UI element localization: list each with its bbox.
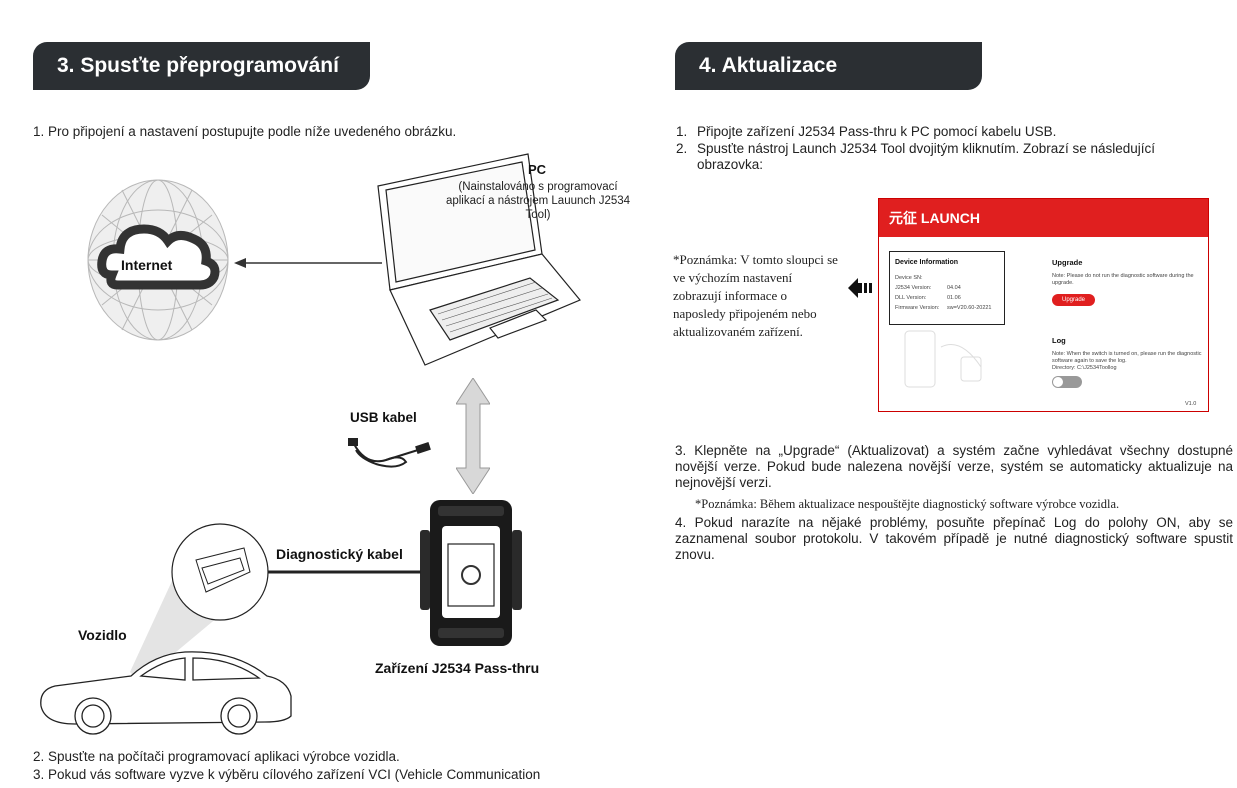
section3-step2: 2. Spusťte na počítači programovací apli… bbox=[33, 749, 400, 764]
upgrade-note: Note: Please do not run the diagnostic s… bbox=[1052, 273, 1194, 286]
car-icon bbox=[40, 651, 292, 735]
section4-step2-num: 2. bbox=[676, 141, 688, 156]
pointer-arrow-icon bbox=[848, 278, 872, 298]
side-note: *Poznámka: V tomto sloupci se ve výchozí… bbox=[673, 252, 838, 339]
device-sn-label: Device SN: bbox=[895, 275, 923, 281]
obd-connector-icon bbox=[130, 523, 269, 682]
vehicle-label: Vozidlo bbox=[78, 627, 127, 643]
fw-label: Firmware Version: bbox=[895, 305, 940, 311]
internet-globe-icon bbox=[87, 179, 229, 341]
section3-title: 3. Spusťte přeprogramování bbox=[33, 42, 370, 90]
j2534-device-icon bbox=[420, 500, 522, 646]
device-info-box bbox=[889, 251, 1005, 325]
app-version: V1.0 bbox=[1185, 401, 1197, 407]
usb-cable-label: USB kabel bbox=[350, 410, 417, 425]
section4-step1-num: 1. bbox=[676, 124, 688, 139]
log-note: Note: When the switch is turned on, plea… bbox=[1052, 351, 1202, 364]
log-toggle-knob bbox=[1053, 377, 1063, 387]
internet-label: Internet bbox=[121, 257, 173, 273]
section4-step4: 4. Pokud narazíte na nějaké problémy, po… bbox=[675, 515, 1233, 562]
device-label: Zařízení J2534 Pass-thru bbox=[375, 660, 540, 676]
double-arrow-icon bbox=[456, 378, 490, 494]
launch-app-window: 元征 LAUNCH Device Information Device SN: … bbox=[878, 198, 1209, 412]
section4-title: 4. Aktualizace bbox=[675, 42, 982, 90]
dll-value: 01.06 bbox=[947, 295, 961, 301]
diag-cable-label: Diagnostický kabel bbox=[276, 546, 403, 562]
device-info-title: Device Information bbox=[895, 259, 959, 266]
j2534-value: 04.04 bbox=[947, 285, 961, 291]
section4-step3-note: *Poznámka: Během aktualizace nespouštějt… bbox=[695, 497, 1120, 511]
device-watermark-icon bbox=[904, 330, 982, 388]
log-directory: Directory: C:\J2534Toollog bbox=[1052, 365, 1117, 371]
section4-step3: 3. Klepněte na „Upgrade“ (Aktualizovat) … bbox=[675, 443, 1233, 490]
pc-label: PC bbox=[528, 162, 547, 177]
arrow-left-icon bbox=[234, 258, 382, 268]
log-toggle[interactable] bbox=[1052, 376, 1082, 388]
upgrade-button[interactable]: Upgrade bbox=[1052, 294, 1095, 306]
dll-label: DLL Version: bbox=[895, 295, 927, 301]
section4-step1: Připojte zařízení J2534 Pass-thru k PC p… bbox=[697, 124, 1057, 139]
upgrade-title: Upgrade bbox=[1052, 258, 1083, 267]
pc-note: (Nainstalováno s programovací aplikací a… bbox=[445, 181, 631, 221]
fw-value: sw=V20.60-20221 bbox=[947, 305, 992, 311]
log-title: Log bbox=[1052, 336, 1066, 345]
diag-cable-line bbox=[256, 570, 421, 574]
section3-step1: 1. Pro připojení a nastavení postupujte … bbox=[33, 124, 457, 139]
usb-cable-icon bbox=[348, 438, 431, 468]
section4-step2: Spusťte nástroj Launch J2534 Tool dvojit… bbox=[697, 141, 1156, 172]
laptop-icon bbox=[377, 153, 581, 366]
section3-step3: 3. Pokud vás software vyzve k výběru cíl… bbox=[33, 767, 541, 782]
app-brand: 元征 LAUNCH bbox=[879, 199, 1208, 237]
j2534-label: J2534 Version: bbox=[895, 285, 932, 291]
